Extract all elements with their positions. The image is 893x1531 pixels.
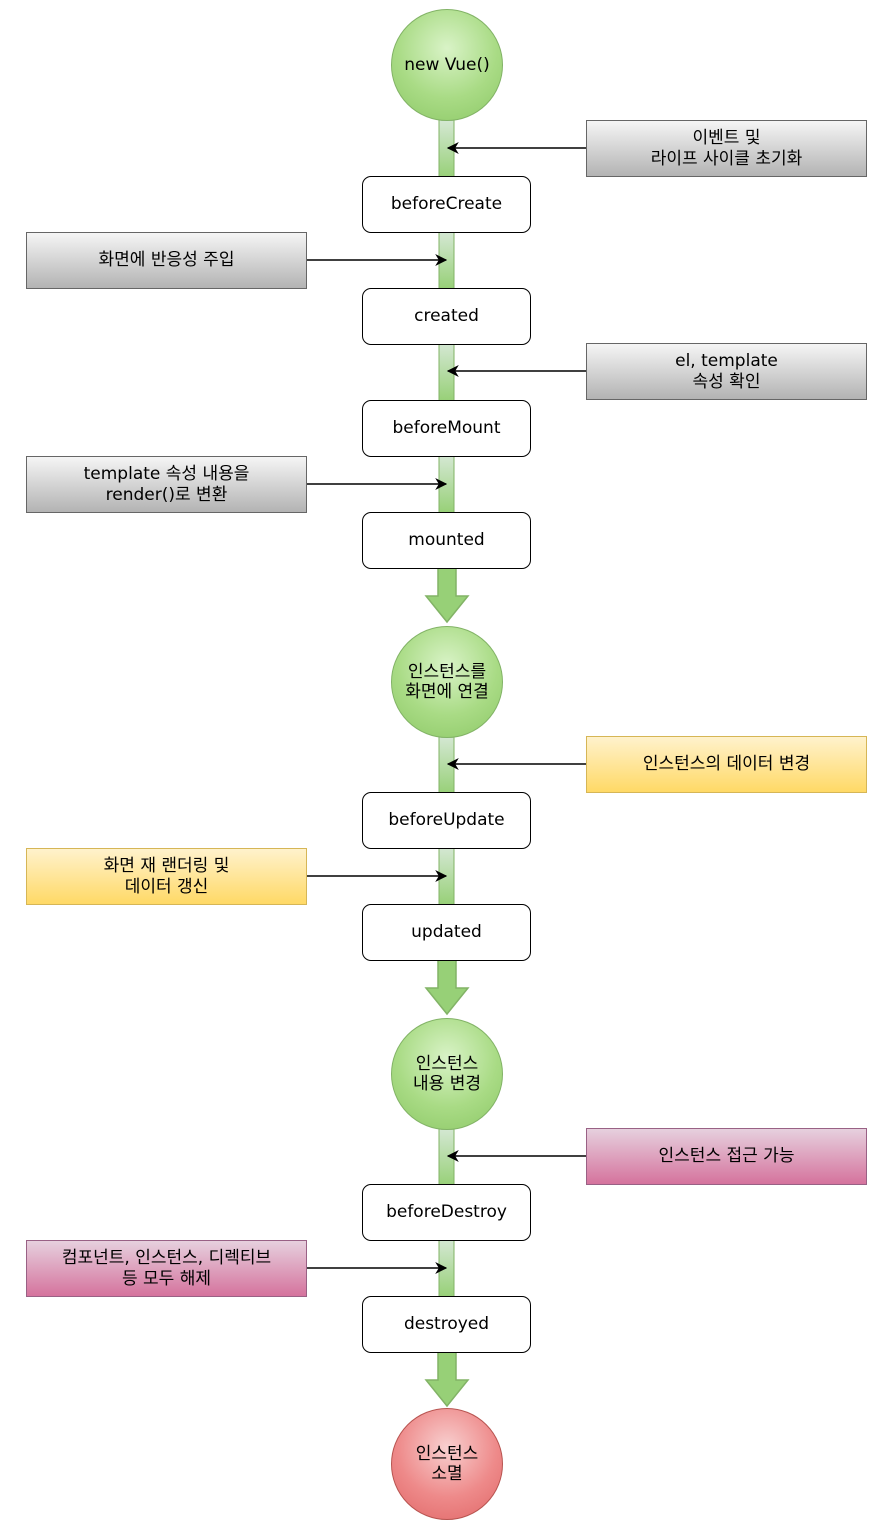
note-data-change: 인스턴스의 데이터 변경 [586,736,867,793]
note-rerender: 화면 재 랜더링 및 데이터 갱신 [26,848,307,905]
hook-created: created [362,288,531,345]
hook-before-update: beforeUpdate [362,792,531,849]
flow-arrow-down [424,1350,470,1408]
note-inject-reactivity: 화면에 반응성 주입 [26,232,307,289]
note-init-events: 이벤트 및 라이프 사이클 초기화 [586,120,867,177]
note-check-el-template: el, template 속성 확인 [586,343,867,400]
hook-updated: updated [362,904,531,961]
hook-mounted: mounted [362,512,531,569]
flow-arrow-down [424,566,470,624]
hook-before-mount: beforeMount [362,400,531,457]
note-template-to-render: template 속성 내용을 render()로 변환 [26,456,307,513]
note-instance-access: 인스턴스 접근 가능 [586,1128,867,1185]
instance-destroyed-node: 인스턴스 소멸 [391,1408,503,1520]
hook-destroyed: destroyed [362,1296,531,1353]
flow-arrow-down [424,958,470,1016]
hook-before-destroy: beforeDestroy [362,1184,531,1241]
attach-to-screen-node: 인스턴스를 화면에 연결 [391,626,503,738]
hook-before-create: beforeCreate [362,176,531,233]
instance-change-node: 인스턴스 내용 변경 [391,1018,503,1130]
new-vue-node: new Vue() [391,9,503,121]
note-teardown: 컴포넌트, 인스턴스, 디렉티브 등 모두 해제 [26,1240,307,1297]
